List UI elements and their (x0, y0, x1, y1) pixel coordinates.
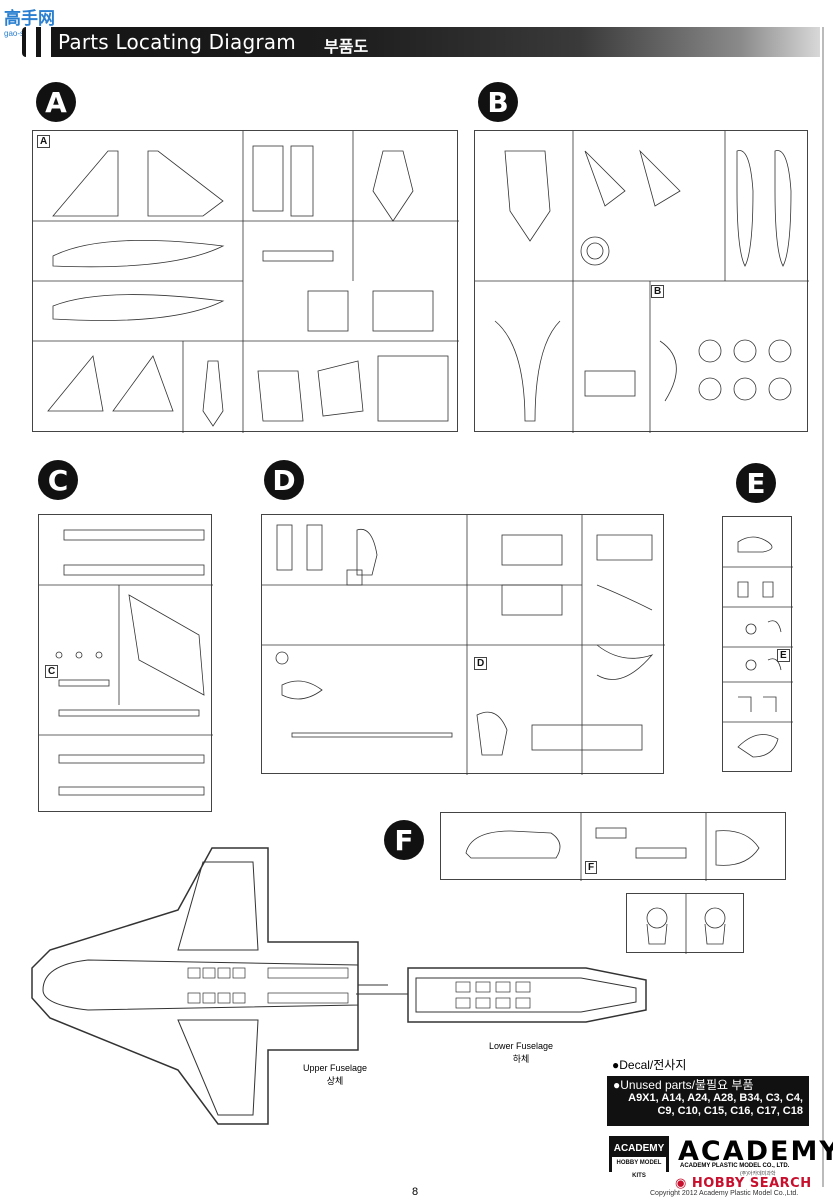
page-title: Parts Locating Diagram (58, 30, 296, 54)
hobby-search-logo-icon: ◉ (675, 1176, 692, 1191)
upper-fuselage-drawing (31, 847, 408, 1125)
sprue-frame-d: D (261, 514, 665, 775)
sprue-frame-b: B (474, 130, 809, 433)
academy-badge-logo: ACADEMY HOBBY MODEL KITS (609, 1136, 669, 1183)
sprue-tag-e: E (777, 649, 790, 662)
sprue-a-drawing (33, 131, 459, 433)
sprue-frame-c: C (38, 514, 213, 812)
sprue-tag-a: A (37, 135, 51, 148)
section-badge-f: F (384, 820, 424, 860)
sprue-f-seats-drawing (646, 894, 726, 954)
page-title-korean: 부품도 (324, 37, 369, 56)
lower-fuselage-label: Lower Fuselage 하체 (476, 1040, 566, 1066)
header-mark-icon (22, 27, 56, 57)
section-badge-e: E (736, 463, 776, 503)
sprue-frame-f-seats (626, 893, 744, 954)
academy-badge-text: ACADEMY (613, 1143, 665, 1154)
section-badge-c: C (38, 460, 78, 500)
section-badge-a: A (36, 82, 76, 122)
sprue-tag-b: B (651, 285, 665, 298)
unused-parts-title: Unused parts/불필요 부품 (620, 1078, 754, 1092)
lower-fuselage-label-kr: 하체 (512, 1054, 530, 1064)
lower-fuselage-sprue (356, 958, 656, 1038)
bullet-icon: ● (612, 1058, 620, 1072)
section-badge-d: D (264, 460, 304, 500)
page-border-right (822, 27, 824, 1187)
decal-text: Decal/전사지 (619, 1058, 687, 1072)
sprue-tag-c: C (45, 665, 59, 678)
sprue-f-canopy-drawing (465, 813, 760, 881)
lower-fuselage-label-en: Lower Fuselage (488, 1041, 554, 1051)
upper-fuselage-label-kr: 상체 (326, 1076, 344, 1086)
unused-parts-box: ●Unused parts/불필요 부품 A9X1, A14, A24, A28… (607, 1076, 809, 1126)
sprue-frame-f-canopy: F (440, 812, 786, 881)
unused-parts-line-2: C9, C10, C15, C16, C17, C18 (657, 1105, 803, 1117)
sprue-b-drawing (475, 131, 809, 433)
sprue-tag-f: F (585, 861, 598, 874)
bullet-icon: ● (613, 1078, 621, 1092)
hobby-search-watermark: ◉ HOBBY SEARCH (675, 1176, 812, 1191)
sprue-frame-e: E (722, 516, 793, 772)
sprue-tag-d: D (474, 657, 488, 670)
academy-badge-sub: HOBBY MODEL KITS (612, 1157, 666, 1183)
upper-fuselage-label: Upper Fuselage 상체 (290, 1062, 380, 1088)
unused-parts-line-1: A9X1, A14, A24, A28, B34, C3, C4, (628, 1092, 803, 1104)
sprue-c-drawing (39, 529, 213, 796)
lower-fuselage-drawing (356, 967, 647, 1023)
sprue-e-drawing (723, 536, 793, 758)
company-name: ACADEMY PLASTIC MODEL CO., LTD. (680, 1163, 790, 1169)
header-bar (22, 27, 820, 57)
watermark-chars: 高手网 (4, 9, 55, 29)
decal-label: ●Decal/전사지 (612, 1056, 686, 1073)
academy-wordmark: ACADEMY (678, 1136, 833, 1167)
company-name-korean: (주)아카데미과학 (740, 1171, 776, 1177)
upper-fuselage-label-en: Upper Fuselage (302, 1063, 368, 1073)
sprue-d-drawing (262, 515, 665, 775)
hobby-search-text: HOBBY SEARCH (691, 1176, 812, 1191)
copyright-text: Copyright 2012 Academy Plastic Model Co.… (650, 1190, 799, 1197)
sprue-frame-a: A (32, 130, 459, 433)
page-number: 8 (412, 1186, 419, 1198)
upper-fuselage-sprue (28, 840, 408, 1130)
section-badge-b: B (478, 82, 518, 122)
